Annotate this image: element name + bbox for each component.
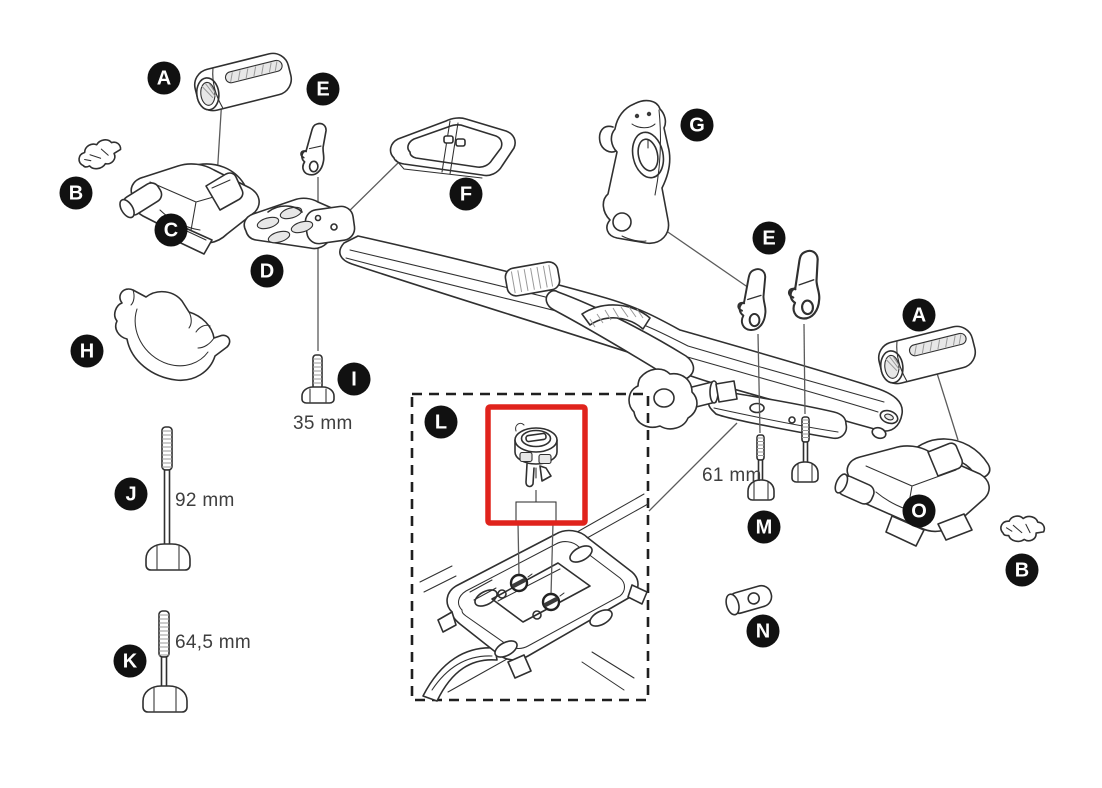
measurement-bolts-m: 61 mm [702, 465, 762, 486]
part-b-clip-right-drawing [997, 509, 1048, 548]
part-d-plate-drawing [243, 197, 356, 250]
part-h-cradle-drawing [114, 288, 231, 381]
measurement-bolt-j: 92 mm [175, 490, 235, 511]
part-label-e-right: E [752, 221, 786, 255]
part-label-h: H [70, 334, 104, 368]
part-label-m: M [747, 510, 781, 544]
part-label-a-top: A [147, 61, 181, 95]
part-label-j: J [114, 477, 148, 511]
part-wheel-holder-base-drawing [628, 368, 848, 440]
part-label-b-left: B [59, 176, 93, 210]
part-label-b-right: B [1005, 553, 1039, 587]
part-e-lever-mid-drawing [736, 267, 769, 332]
measurement-bolt-k: 64,5 mm [175, 632, 252, 653]
part-strap-pad-drawing [504, 261, 695, 381]
part-o-ratchet-drawing [834, 438, 991, 547]
part-f-frame-drawing [389, 117, 516, 179]
part-label-d: D [250, 254, 284, 288]
detail-box-l [410, 392, 650, 702]
part-label-c: C [154, 213, 188, 247]
part-j-bolt-drawing [145, 426, 191, 571]
part-label-g: G [680, 108, 714, 142]
part-a-sleeve-right-drawing [872, 322, 980, 389]
part-e-lever-left-drawing [299, 121, 328, 177]
part-g-arm-drawing [598, 99, 671, 244]
part-label-o: O [902, 494, 936, 528]
part-label-e-left: E [306, 72, 340, 106]
part-e-lever-right-drawing [785, 249, 823, 321]
part-label-a-right: A [902, 298, 936, 332]
part-l-lock-cylinder-drawing [514, 422, 558, 488]
part-n-pin-drawing [725, 584, 773, 616]
part-label-f: F [449, 177, 483, 211]
part-label-k: K [113, 644, 147, 678]
part-m-bolts-drawing [747, 416, 819, 501]
part-a-sleeve-top-drawing [188, 49, 296, 116]
part-k-bolt-drawing [142, 610, 188, 713]
part-label-i: I [337, 362, 371, 396]
part-label-n: N [746, 614, 780, 648]
highlight-rectangle [485, 404, 588, 526]
part-c-ratchet-drawing [119, 163, 260, 255]
part-b-clip-left-drawing [75, 136, 124, 172]
measurement-screw-i: 35 mm [293, 413, 353, 434]
part-label-l: L [424, 405, 458, 439]
part-i-screw-drawing [301, 354, 335, 404]
